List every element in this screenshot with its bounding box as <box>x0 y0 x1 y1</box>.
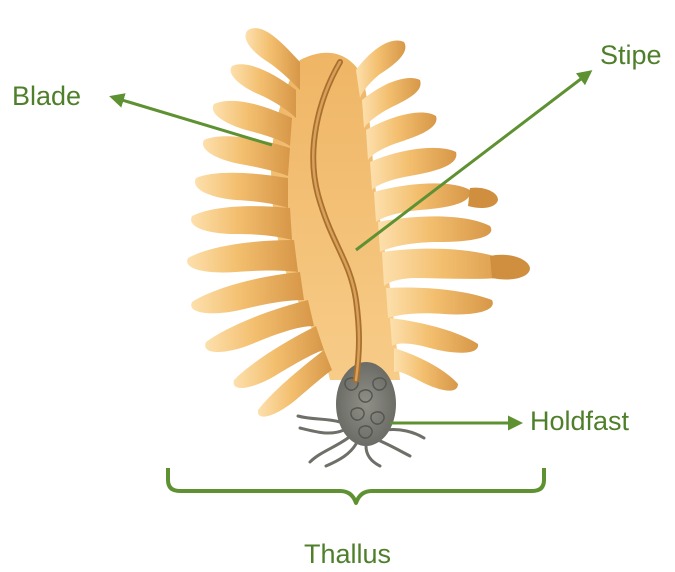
stipe-label: Stipe <box>600 42 662 69</box>
blade-label: Blade <box>12 83 81 110</box>
holdfast-label: Holdfast <box>530 408 629 435</box>
thallus-label: Thallus <box>304 541 391 568</box>
thallus-bracket <box>168 468 544 503</box>
